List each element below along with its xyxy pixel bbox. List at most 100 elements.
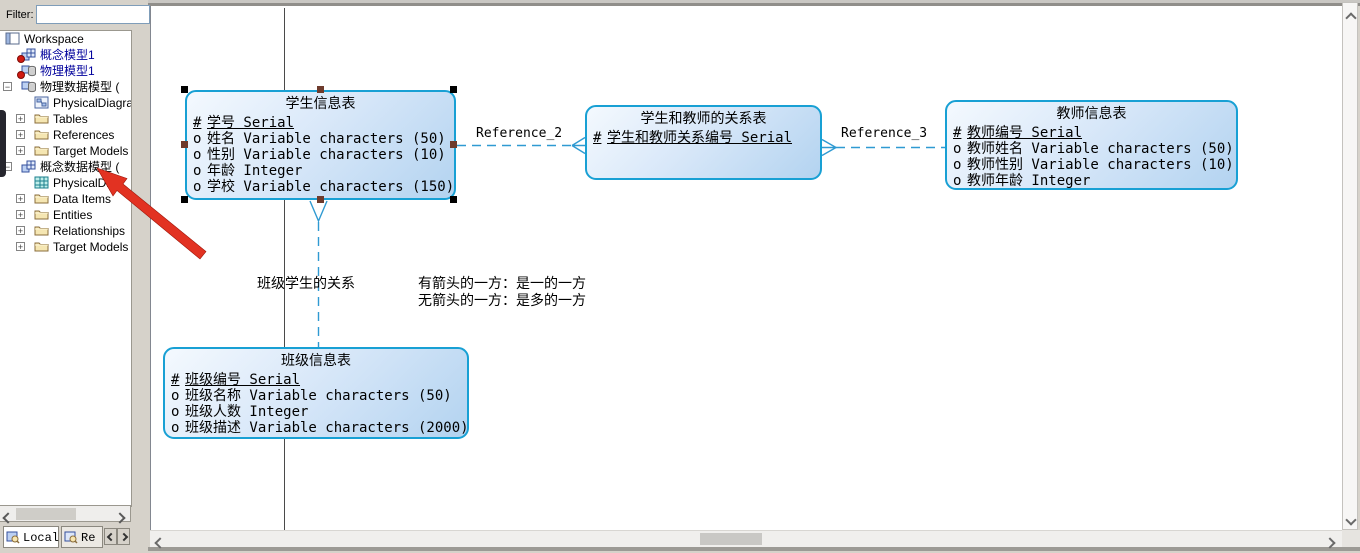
tab-local[interactable]: Local: [3, 526, 59, 548]
scroll-left-icon[interactable]: [2, 511, 14, 525]
selection-handle[interactable]: [317, 86, 324, 93]
entity-attribute-row: #学生和教师关系编号 Serial: [593, 130, 793, 146]
tree-item[interactable]: + Data Items: [0, 191, 131, 207]
tree-item-label: 概念数据模型 (: [40, 160, 120, 174]
tab-repository[interactable]: Re: [61, 526, 103, 548]
tree-item[interactable]: PhysicalDiagra: [0, 95, 131, 111]
expand-plus-icon[interactable]: +: [16, 146, 25, 156]
expand-plus-icon[interactable]: +: [16, 130, 25, 140]
scroll-left-icon[interactable]: [154, 536, 166, 550]
tree-item[interactable]: + Relationships: [0, 223, 131, 239]
expand-plus-icon[interactable]: +: [16, 210, 25, 220]
tree-item[interactable]: + Target Models: [0, 143, 131, 159]
conceptual-model-icon: [21, 160, 37, 174]
tab-scroll-right-button[interactable]: [117, 528, 130, 545]
physical-diagram-icon: [34, 96, 50, 110]
tree-item-label: 物理模型1: [40, 64, 95, 78]
horizontal-scroll-thumb[interactable]: [700, 533, 762, 545]
conceptual-diagram-icon: [34, 176, 50, 190]
tree-item[interactable]: + Tables: [0, 111, 131, 127]
window-bottom-edge: [148, 547, 1360, 551]
expand-plus-icon[interactable]: +: [16, 242, 25, 252]
tree-item-label: PhysicalDiagra: [53, 96, 132, 110]
arrow-legend-note[interactable]: 有箭头的一方：是一的一方 无箭头的一方：是多的一方: [418, 276, 586, 310]
expand-plus-icon[interactable]: +: [16, 194, 25, 204]
entity-attribute-row: #班级编号 Serial: [171, 372, 301, 388]
tree-item-label: Workspace: [24, 32, 84, 46]
folder-icon: [34, 144, 50, 158]
conceptual-model-icon: [17, 48, 37, 63]
tree-item[interactable]: + References: [0, 127, 131, 143]
folder-icon: [34, 128, 50, 142]
physical-model-icon: [17, 64, 37, 79]
tree-item-label: 物理数据模型 (: [40, 80, 120, 94]
tree-item-label: Target Models: [53, 144, 129, 158]
tree-item-label: 概念模型1: [40, 48, 95, 62]
tree-item[interactable]: 概念模型1: [0, 47, 131, 63]
reference-2-label[interactable]: Reference_2: [476, 126, 563, 141]
tree-item-label: PhysicalDiag: [53, 176, 123, 190]
tree-item-label: References: [53, 128, 115, 142]
selection-handle[interactable]: [181, 196, 188, 203]
workspace-panel: Filter: Workspace 概念模型1 物理模型1 − 物理数据模型 (…: [0, 0, 150, 553]
bottom-tab-bar: Local Re: [0, 524, 133, 553]
canvas-horizontal-scrollbar[interactable]: [150, 530, 1342, 550]
tree-horizontal-scrollbar[interactable]: [0, 505, 131, 525]
workspace-tree: Workspace 概念模型1 物理模型1 − 物理数据模型 ( Physica…: [0, 30, 132, 507]
entity-attribute-row: #学号 Serial: [193, 115, 295, 131]
scroll-up-icon[interactable]: [1345, 11, 1357, 25]
scroll-down-icon[interactable]: [1345, 513, 1357, 527]
diagram-canvas[interactable]: [150, 6, 1343, 530]
selection-handle[interactable]: [181, 141, 188, 148]
tree-scroll-thumb[interactable]: [16, 508, 76, 520]
entity-attributes: #学生和教师关系编号 Serial: [587, 128, 820, 146]
workspace-icon: [5, 32, 21, 46]
scroll-right-icon[interactable]: [1324, 536, 1336, 550]
folder-icon: [34, 112, 50, 126]
canvas-vertical-scrollbar[interactable]: [1342, 2, 1358, 530]
expand-plus-icon[interactable]: +: [16, 226, 25, 236]
selection-handle[interactable]: [450, 141, 457, 148]
selection-handle[interactable]: [317, 196, 324, 203]
entity-title: 学生信息表: [285, 96, 356, 112]
tree-item[interactable]: PhysicalDiag: [0, 175, 131, 191]
filter-input[interactable]: [36, 5, 150, 24]
collapsed-panel-tab[interactable]: [0, 110, 6, 177]
reference-3-label[interactable]: Reference_3: [841, 126, 928, 141]
tree-item-label: Relationships: [53, 224, 126, 238]
tree-item[interactable]: + Target Models: [0, 239, 131, 255]
tree-item[interactable]: − 物理数据模型 (: [0, 79, 131, 95]
selection-handle[interactable]: [450, 86, 457, 93]
tab-scroll-left-button[interactable]: [104, 528, 117, 545]
entity-title: 班级信息表: [281, 353, 351, 369]
collapse-minus-icon[interactable]: −: [3, 82, 12, 92]
entity-attribute-row: #教师编号 Serial: [953, 125, 1083, 141]
unsaved-dot-icon: [17, 55, 25, 63]
note-line-2: 无箭头的一方：是多的一方: [418, 293, 586, 309]
class-student-relationship-label[interactable]: 班级学生的关系: [257, 276, 355, 292]
selection-handle[interactable]: [181, 86, 188, 93]
tree-item[interactable]: + Entities: [0, 207, 131, 223]
canvas-top-border: [148, 0, 1360, 3]
tree-item[interactable]: − 概念数据模型 (: [0, 159, 131, 175]
scrollbar-corner: [1342, 530, 1360, 547]
expand-plus-icon[interactable]: +: [16, 114, 25, 124]
folder-icon: [34, 224, 50, 238]
tree-item[interactable]: Workspace: [0, 31, 131, 47]
scroll-right-icon[interactable]: [114, 511, 126, 525]
selection-handle[interactable]: [450, 196, 457, 203]
entity-relation[interactable]: 学生和教师的关系表 #学生和教师关系编号 Serial: [585, 105, 822, 180]
tree-item[interactable]: 物理模型1: [0, 63, 131, 79]
